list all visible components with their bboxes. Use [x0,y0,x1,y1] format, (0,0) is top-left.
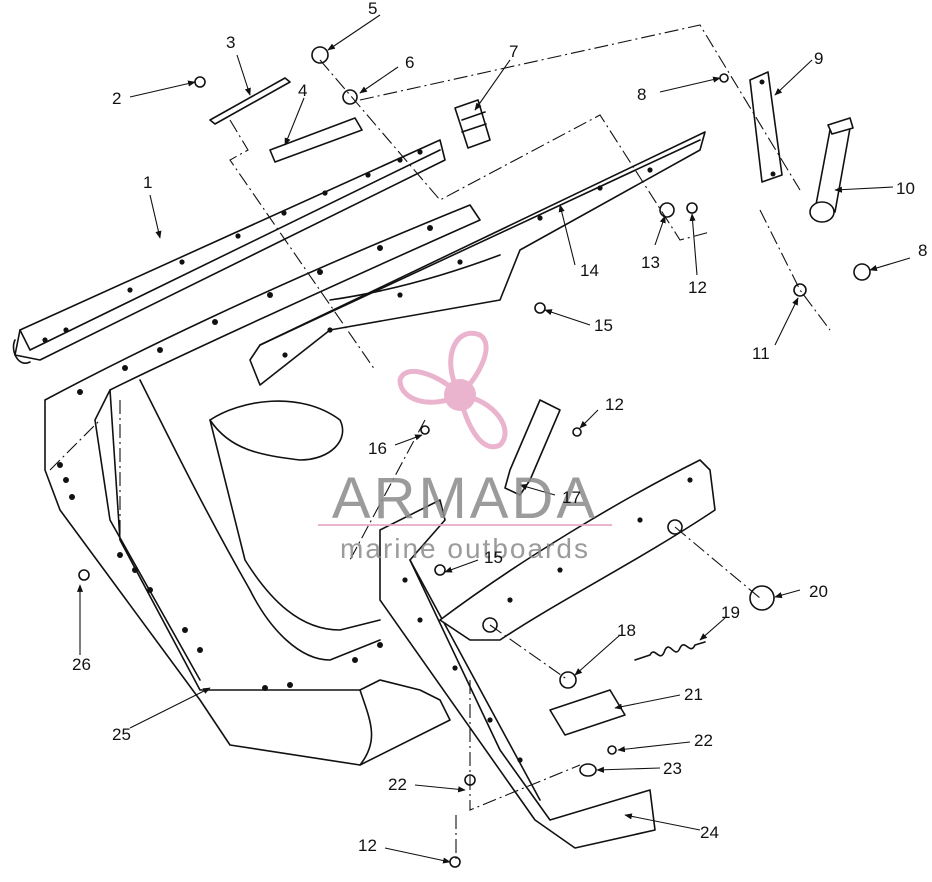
callout-14: 14 [580,261,599,280]
callout-26: 26 [72,655,91,674]
part-24-side-panel [379,499,656,849]
callout-8a: 8 [637,85,646,104]
callout-3: 3 [226,33,235,52]
part-10-lever [809,117,854,223]
leader-lines [76,14,911,864]
callout-1: 1 [143,173,152,192]
callout-11: 11 [752,344,770,363]
callout-23: 23 [663,759,682,778]
assembly-centerlines [49,24,831,860]
part-1-upper-rail [12,139,446,364]
part-21-plate [549,689,626,736]
callout-20: 20 [809,582,828,601]
watermark-tagline: marine outboards [340,533,590,564]
watermark: ARMADA marine outboards [318,330,612,564]
callout-12b: 12 [605,395,624,414]
rail-1-holes [42,149,423,343]
callout-17: 17 [562,488,581,507]
callout-24: 24 [700,823,719,842]
callout-15b: 15 [484,548,503,567]
callout-10: 10 [896,179,915,198]
part-9-bracket [749,71,783,183]
callout-22b: 22 [388,775,407,794]
callout-19: 19 [721,603,740,622]
callout-9: 9 [814,49,823,68]
part-3-seal [209,77,291,125]
callout-16: 16 [368,439,387,458]
callout-7: 7 [509,42,518,61]
rail-14-holes [282,167,653,358]
callout-5: 5 [368,0,377,18]
callout-4: 4 [298,81,307,100]
callout-25: 25 [112,725,131,744]
callout-13: 13 [641,253,660,272]
watermark-brand: ARMADA [332,466,598,531]
callout-15a: 15 [594,316,613,335]
part-19-spring [634,641,706,661]
callout-6: 6 [405,53,414,72]
callout-21: 21 [684,685,703,704]
frame-holes [57,225,433,691]
part-25-frame [44,204,481,766]
hardware [78,46,871,868]
callout-12a: 12 [688,278,707,297]
part-4-bar [269,117,363,163]
part-17-bracket [504,399,561,496]
callout-2: 2 [112,89,121,108]
callout-18: 18 [617,621,636,640]
callout-labels: 1 2 3 4 5 6 7 8 8 9 10 11 12 12 12 13 14… [72,0,927,855]
callout-12c: 12 [358,836,377,855]
part-7-bracket [454,99,491,149]
callout-22a: 22 [694,731,713,750]
part-14-lower-rail [249,131,706,386]
callout-8b: 8 [918,241,927,260]
propeller-logo-icon [397,330,508,450]
